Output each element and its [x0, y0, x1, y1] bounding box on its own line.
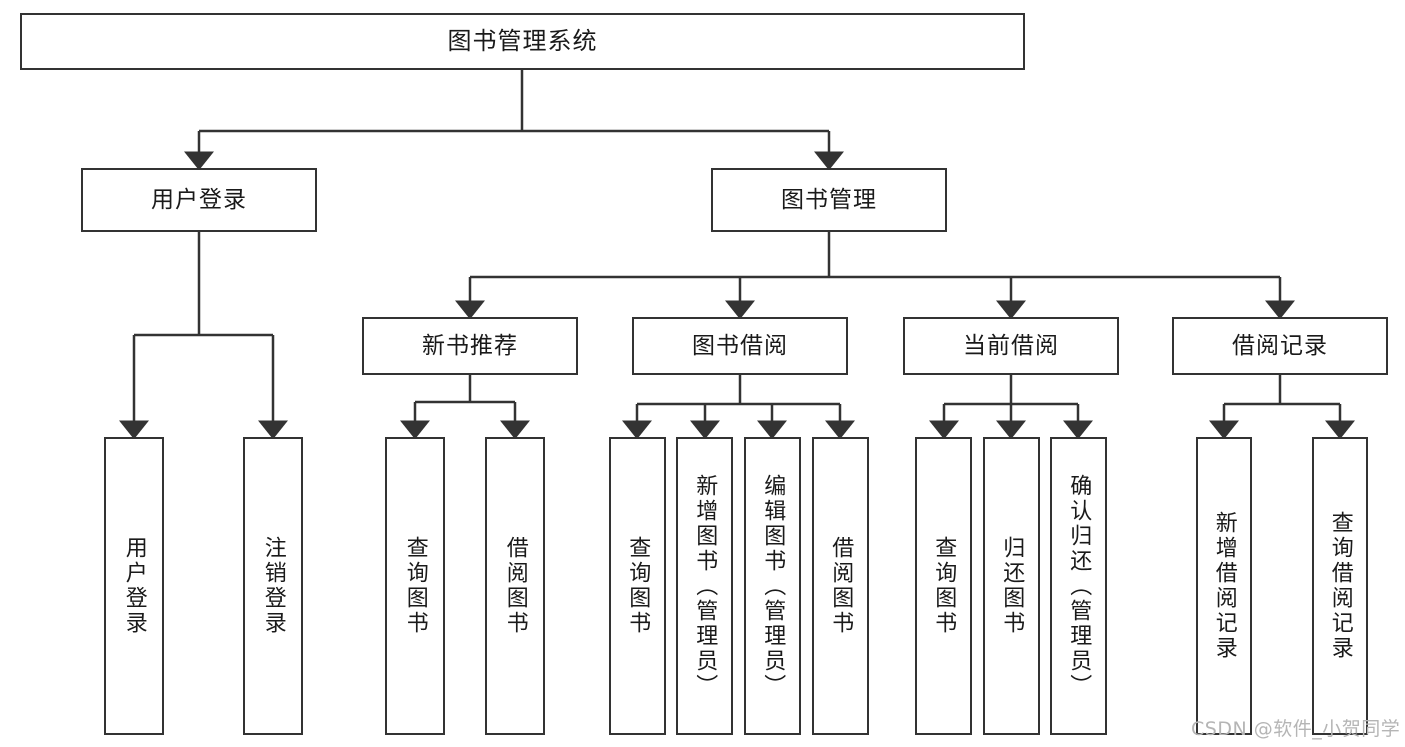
node-leaf-logout[interactable]: 注销登录	[243, 437, 303, 735]
node-leaf-borrow-book-1-label: 借阅图书	[502, 536, 528, 636]
node-root[interactable]: 图书管理系统	[20, 13, 1025, 70]
node-leaf-user-login[interactable]: 用户登录	[104, 437, 164, 735]
node-new-book-rec-label: 新书推荐	[422, 332, 518, 359]
node-leaf-borrow-book-1[interactable]: 借阅图书	[485, 437, 545, 735]
node-user-login[interactable]: 用户登录	[81, 168, 317, 232]
node-leaf-confirm-return-label: 确认归还（管理员）	[1066, 473, 1092, 699]
node-leaf-query-book-1-label: 查询图书	[402, 536, 428, 636]
node-leaf-query-book-2[interactable]: 查询图书	[609, 437, 666, 735]
node-root-label: 图书管理系统	[447, 26, 598, 55]
node-leaf-add-book-label: 新增图书（管理员）	[692, 473, 718, 699]
node-current-borrow[interactable]: 当前借阅	[903, 317, 1119, 375]
node-book-manage-label: 图书管理	[781, 186, 877, 213]
node-leaf-add-record-label: 新增借阅记录	[1211, 511, 1237, 661]
node-leaf-add-book[interactable]: 新增图书（管理员）	[676, 437, 733, 735]
node-user-login-label: 用户登录	[151, 186, 247, 213]
node-leaf-logout-label: 注销登录	[260, 536, 286, 636]
node-current-borrow-label: 当前借阅	[963, 332, 1059, 359]
node-leaf-user-login-label: 用户登录	[121, 536, 147, 636]
node-leaf-return-book[interactable]: 归还图书	[983, 437, 1040, 735]
node-leaf-edit-book[interactable]: 编辑图书（管理员）	[744, 437, 801, 735]
node-leaf-query-book-3[interactable]: 查询图书	[915, 437, 972, 735]
node-leaf-borrow-book-2[interactable]: 借阅图书	[812, 437, 869, 735]
node-leaf-query-record-label: 查询借阅记录	[1327, 511, 1353, 661]
node-leaf-confirm-return[interactable]: 确认归还（管理员）	[1050, 437, 1107, 735]
node-new-book-rec[interactable]: 新书推荐	[362, 317, 578, 375]
node-borrow-record-label: 借阅记录	[1232, 332, 1328, 359]
node-book-manage[interactable]: 图书管理	[711, 168, 947, 232]
node-leaf-query-book-2-label: 查询图书	[625, 536, 651, 636]
node-leaf-borrow-book-2-label: 借阅图书	[828, 536, 854, 636]
node-leaf-query-book-1[interactable]: 查询图书	[385, 437, 445, 735]
node-book-borrow[interactable]: 图书借阅	[632, 317, 848, 375]
node-leaf-add-record[interactable]: 新增借阅记录	[1196, 437, 1252, 735]
csdn-watermark: CSDN @软件_小贺同学	[1191, 718, 1401, 740]
node-leaf-return-book-label: 归还图书	[999, 536, 1025, 636]
node-leaf-query-record[interactable]: 查询借阅记录	[1312, 437, 1368, 735]
node-borrow-record[interactable]: 借阅记录	[1172, 317, 1388, 375]
node-book-borrow-label: 图书借阅	[692, 332, 788, 359]
node-leaf-query-book-3-label: 查询图书	[931, 536, 957, 636]
node-leaf-edit-book-label: 编辑图书（管理员）	[760, 473, 786, 699]
